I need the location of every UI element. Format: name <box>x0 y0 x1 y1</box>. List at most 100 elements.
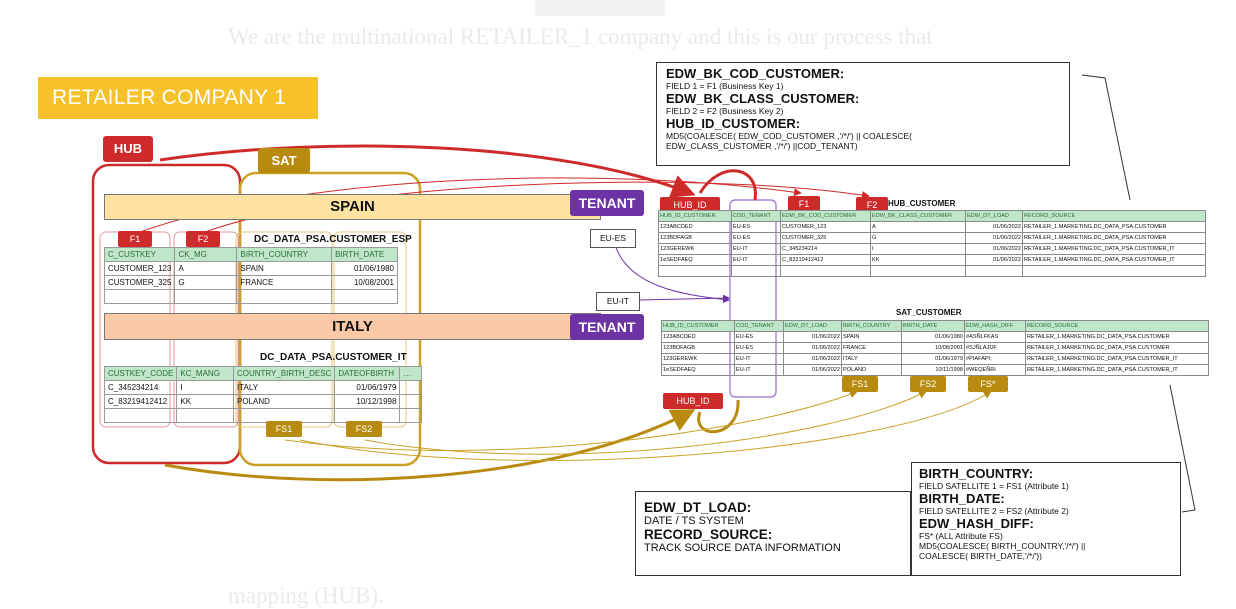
cell: A <box>174 261 238 276</box>
fs2-badge-sat: FS2 <box>910 376 946 392</box>
cell: C_83219412412 <box>780 254 871 266</box>
col-header: BIRTH_COUNTRY <box>841 320 902 332</box>
def-text: FS* (ALL Attribute FS) <box>919 531 1003 541</box>
tenant-column-outline <box>729 199 777 398</box>
f1-badge-spain: F1 <box>118 231 152 247</box>
cell: 123ABCDED <box>658 221 732 233</box>
cell: G <box>174 275 238 290</box>
fs1-badge-sat: FS1 <box>842 376 878 392</box>
table-row <box>103 408 422 423</box>
eu-it-chip: EU-IT <box>596 292 640 311</box>
def-label: EDW_HASH_DIFF: <box>919 516 1034 531</box>
def-label: RECORD_SOURCE: <box>644 527 773 542</box>
cell: ITALY <box>841 353 902 365</box>
def-text: COALESCE( BIRTH_DATE,'/*/')) <box>919 551 1042 561</box>
italy-source-table: CUSTKEY_CODE KC_MANG COUNTRY_BIRTH_DESC … <box>103 366 422 423</box>
cell: 123BDFAGB <box>661 342 735 354</box>
cell: RETAILER_1.MARKETING.DC_DATA_PSA.CUSTOME… <box>1022 254 1206 266</box>
cell: FRANCE <box>236 275 333 290</box>
cell: 1eSEDFAEQ <box>658 254 732 266</box>
italy-table-title: DC_DATA_PSA.CUSTOMER_IT <box>260 352 407 363</box>
fs2-badge-source: FS2 <box>346 421 382 437</box>
cell: EU-ES <box>734 331 784 343</box>
hub-id-badge-top: HUB_ID <box>660 197 720 213</box>
cell: 01/06/2022 <box>965 232 1023 244</box>
cell: I <box>870 243 966 255</box>
cell: EU-IT <box>731 254 781 266</box>
cell: EU-ES <box>734 342 784 354</box>
cell: FRANCE <box>841 342 902 354</box>
def-text: TRACK SOURCE DATA INFORMATION <box>644 542 841 554</box>
cell: #SJÑLAJDF <box>964 342 1026 354</box>
cell: RETAILER_1.MARKETING.DC_DATA_PSA.CUSTOME… <box>1025 364 1209 376</box>
cell: #WEQEÑRI <box>964 364 1026 376</box>
def-label: BIRTH_COUNTRY: <box>919 466 1034 481</box>
cell: RETAILER_1.MARKETING.DC_DATA_PSA.CUSTOME… <box>1022 232 1206 244</box>
cell: POLAND <box>841 364 902 376</box>
cell: EU-IT <box>734 364 784 376</box>
cell: 123GEREWK <box>658 243 732 255</box>
sat-definitions-box: BIRTH_COUNTRY: FIELD SATELLITE 1 = FS1 (… <box>911 462 1181 576</box>
cell: CUSTOMER_325 <box>780 232 871 244</box>
cell: 10/08/2001 <box>901 342 965 354</box>
def-text: MD5(COALESCE( EDW_COD_CUSTOMER ,'/*/') |… <box>666 131 913 141</box>
sat-badge: SAT <box>258 148 310 173</box>
tenant-badge-italy: TENANT <box>570 314 644 340</box>
eu-es-chip: EU-ES <box>590 229 636 248</box>
col-header: CUSTKEY_CODE <box>103 366 178 381</box>
cell: 10/12/1998 <box>334 394 401 409</box>
def-text: FIELD 1 = F1 (Business Key 1) <box>666 81 784 91</box>
cell: EU-IT <box>734 353 784 365</box>
col-header: HUB_ID_CUSTOMER <box>661 320 735 332</box>
cell: #PIAFAPI; <box>964 353 1026 365</box>
col-header: EDW_BK_CLASS_CUSTOMER <box>870 210 966 222</box>
cell: 10/11/1998 <box>901 364 965 376</box>
cell: RETAILER_1.MARKETING.DC_DATA_PSA.CUSTOME… <box>1022 243 1206 255</box>
cell: CUSTOMER_123 <box>780 221 871 233</box>
cell: 01/06/2022 <box>965 221 1023 233</box>
cell: I <box>176 380 234 395</box>
cell: A <box>870 221 966 233</box>
def-label: BIRTH_DATE: <box>919 491 1005 506</box>
col-header: RECORD_SOURCE <box>1025 320 1209 332</box>
cell: 01/06/2022 <box>783 353 842 365</box>
cell: POLAND <box>232 394 336 409</box>
fs1-badge-source: FS1 <box>266 421 302 437</box>
cell: 01/06/2022 <box>783 364 842 376</box>
cell: KK <box>176 394 234 409</box>
spain-source-table: C_CUSTKEY CK_MG BIRTH_COUNTRY BIRTH_DATE… <box>103 247 398 304</box>
spain-band: SPAIN <box>104 194 601 220</box>
f2-badge-spain: F2 <box>186 231 220 247</box>
cell: 1eSEDFAEQ <box>661 364 735 376</box>
cell: 01/06/2022 <box>965 254 1023 266</box>
ghost-top-text: We are the multinational RETAILER_1 comp… <box>228 24 933 49</box>
def-label: EDW_BK_CLASS_CUSTOMER: <box>666 91 860 106</box>
col-header: EDW_BK_COD_CUSTOMER <box>780 210 871 222</box>
cell: #ASÑLFKAS <box>964 331 1026 343</box>
cell: EU-IT <box>731 243 781 255</box>
cell: 01/06/2022 <box>783 331 842 343</box>
cell: CUSTOMER_325 <box>103 275 176 290</box>
fs-star-badge: FS* <box>968 376 1008 392</box>
cell: RETAILER_1.MARKETING.DC_DATA_PSA.CUSTOME… <box>1025 331 1209 343</box>
f2-badge-hub: F2 <box>856 197 888 213</box>
sat-customer-table: HUB_ID_CUSTOMER COD_TENANT EDW_DT_LOAD B… <box>661 320 1209 376</box>
cell: ITALY <box>232 380 336 395</box>
col-header: DATEOFBIRTH <box>334 366 401 381</box>
def-text: FIELD SATELLITE 2 = FS2 (Attribute 2) <box>919 506 1069 516</box>
cell: KK <box>870 254 966 266</box>
top-tab <box>535 0 665 16</box>
hub-definitions-box: EDW_BK_COD_CUSTOMER: FIELD 1 = F1 (Busin… <box>656 62 1070 166</box>
tenant-badge-spain: TENANT <box>570 190 644 216</box>
cell: SPAIN <box>236 261 333 276</box>
def-text: EDW_CLASS_CUSTOMER ,'/*/') ||COD_TENANT) <box>666 141 858 151</box>
col-header: COUNTRY_BIRTH_DESC <box>232 366 336 381</box>
